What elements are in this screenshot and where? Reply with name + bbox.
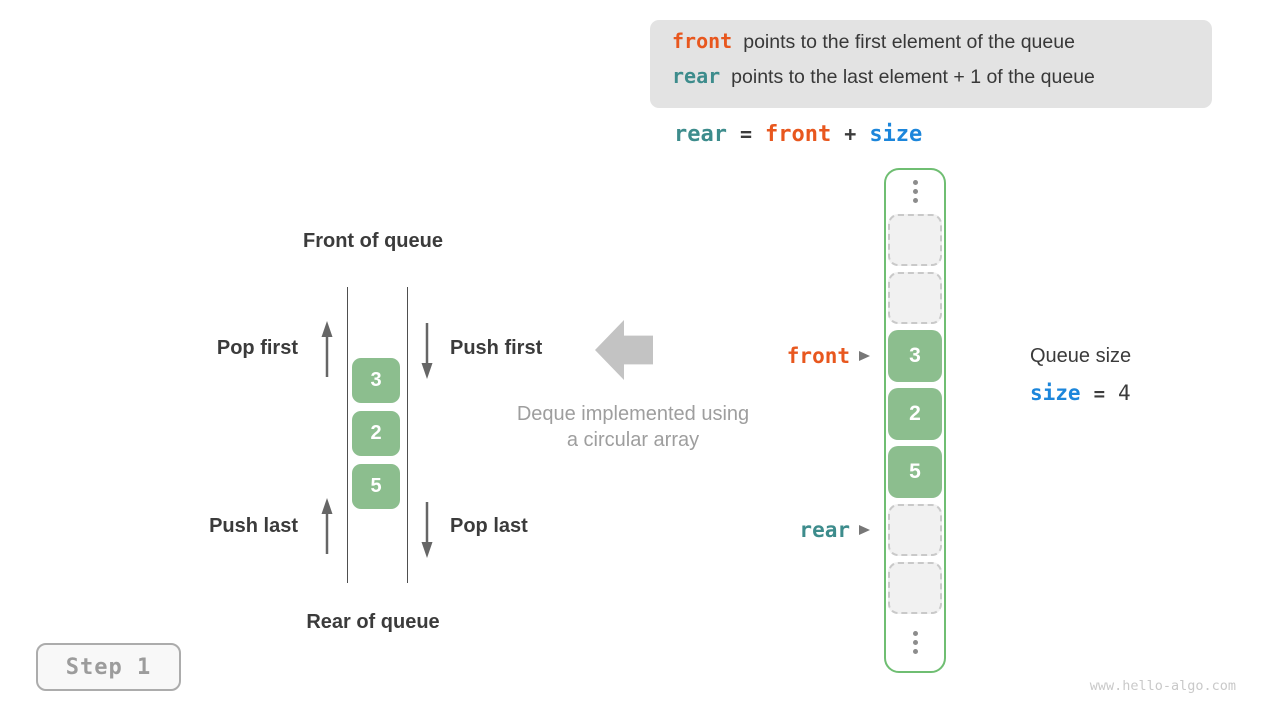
queue-right-wall [407,287,408,583]
ellipsis-top-icon [884,180,946,203]
array-cell-empty [888,562,942,614]
front-definition-line: front points to the first element of the… [672,29,1212,64]
front-definition-text: points to the first element of the queue [743,31,1075,53]
array-cell-front: 3 [888,330,942,382]
right-triangle-icon [859,351,870,361]
size-variable: size [1030,381,1081,405]
step-badge: Step 1 [36,643,181,691]
formula-size: size [869,122,923,147]
rear-pointer-label: rear [799,518,850,542]
rear-definition-text: points to the last element + 1 of the qu… [731,66,1095,88]
array-cell: 5 [888,446,942,498]
pop-first-label: Pop first [216,337,298,359]
pointer-formula: rear = front + size [674,122,922,147]
down-arrow-icon [421,323,433,379]
pop-last-label: Pop last [450,515,528,537]
up-arrow-icon [321,498,333,554]
right-triangle-icon [859,525,870,535]
watermark: www.hello-algo.com [1089,678,1236,694]
push-first-label: Push first [450,337,543,359]
front-keyword: front [672,29,733,53]
rear-of-queue-title: Rear of queue [306,611,440,633]
caption-line-1: Deque implemented using [516,403,750,425]
array-cell-empty [888,272,942,324]
caption-line-2: a circular array [566,429,700,451]
rear-keyword: rear [672,64,721,88]
front-of-queue-title: Front of queue [303,230,443,252]
front-pointer: front [740,343,870,369]
rear-pointer: rear [740,517,870,543]
size-equals: = [1093,383,1106,405]
pointer-definition-box: front points to the first element of the… [650,20,1212,108]
formula-plus: + [844,122,857,146]
down-arrow-icon [421,502,433,558]
size-value: 4 [1118,381,1131,405]
ellipsis-bottom-icon [884,631,946,654]
size-equation: size = 4 [1030,381,1131,405]
rear-definition-line: rear points to the last element + 1 of t… [672,64,1212,99]
formula-rear: rear [674,122,727,147]
up-arrow-icon [321,321,333,377]
formula-front: front [765,122,832,147]
queue-size-label: Queue size [1030,345,1132,367]
queue-cell-3: 3 [352,358,400,403]
queue-cell-5: 5 [352,464,400,509]
push-last-label: Push last [209,515,298,537]
array-cell: 2 [888,388,942,440]
center-caption: Deque implemented using a circular array [468,401,798,453]
array-cell-empty [888,214,942,266]
formula-equals: = [739,122,753,146]
queue-left-wall [347,287,348,583]
big-left-arrow-icon [595,320,653,380]
queue-cell-2: 2 [352,411,400,456]
array-cell-rear [888,504,942,556]
front-pointer-label: front [786,344,850,368]
